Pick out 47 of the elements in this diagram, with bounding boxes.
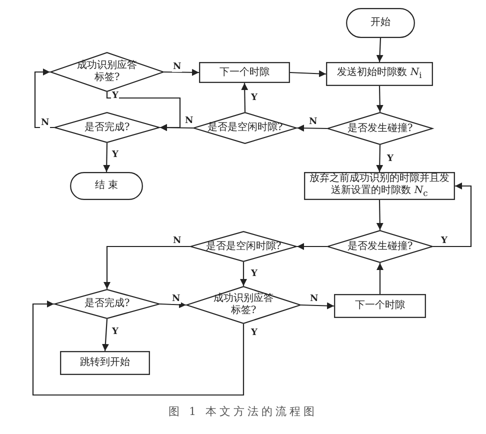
arrow bbox=[241, 83, 248, 112]
arrow bbox=[102, 318, 109, 352]
arrow bbox=[34, 68, 54, 128]
edge-label: N bbox=[308, 117, 318, 127]
edge-label: Y bbox=[250, 93, 258, 103]
arrow bbox=[376, 86, 384, 112]
edge-label: Y bbox=[250, 328, 258, 338]
arrow bbox=[104, 246, 190, 289]
process-box: 下一个时隙 bbox=[199, 62, 290, 83]
arrow bbox=[297, 243, 327, 250]
edge-label: N bbox=[309, 294, 320, 304]
edge-label: Y bbox=[111, 150, 120, 160]
edge-label: Y bbox=[111, 91, 120, 101]
decision-diamond: 是否完成? bbox=[54, 289, 160, 319]
process-box: 下一个时隙 bbox=[334, 294, 426, 318]
arrow bbox=[103, 143, 110, 172]
edge-label: N bbox=[172, 236, 182, 246]
edge-label: Y bbox=[440, 236, 448, 246]
process-box: 发送初始时隙数 N$_{i}$ bbox=[326, 62, 433, 86]
arrow bbox=[376, 145, 384, 172]
edge-label: N bbox=[40, 118, 50, 128]
edge-label: N bbox=[184, 116, 194, 126]
arrow bbox=[297, 124, 327, 132]
arrow bbox=[160, 301, 186, 308]
process-box: 跳转到开始 bbox=[60, 351, 150, 375]
arrow bbox=[376, 200, 384, 230]
arrow bbox=[240, 262, 247, 286]
edge-label: Y bbox=[386, 154, 394, 164]
arrow bbox=[376, 263, 384, 294]
arrow bbox=[300, 302, 334, 310]
decision-diamond: 是否完成? bbox=[54, 112, 160, 143]
decision-diamond: 是否发生碰撞? bbox=[327, 230, 433, 263]
decision-diamond: 是否发生碰撞? bbox=[327, 112, 433, 145]
arrow bbox=[376, 38, 384, 62]
arrow bbox=[290, 70, 326, 78]
terminal-box: 结 束 bbox=[70, 172, 143, 200]
edge-label: N bbox=[171, 294, 182, 304]
edge-label: N bbox=[172, 62, 182, 72]
arrow bbox=[106, 92, 181, 131]
terminal-box: 开始 bbox=[346, 8, 415, 38]
process-box: 放弃之前成功识别的时隙并且发送新设置的时隙数 N$_{c}$ bbox=[304, 172, 455, 200]
arrow bbox=[32, 300, 244, 396]
edge-label: Y bbox=[111, 327, 120, 337]
figure-caption: 图 1 本文方法的流程图 bbox=[168, 404, 318, 419]
arrow bbox=[164, 68, 199, 76]
arrow bbox=[433, 182, 472, 248]
edge-label: Y bbox=[250, 269, 258, 279]
